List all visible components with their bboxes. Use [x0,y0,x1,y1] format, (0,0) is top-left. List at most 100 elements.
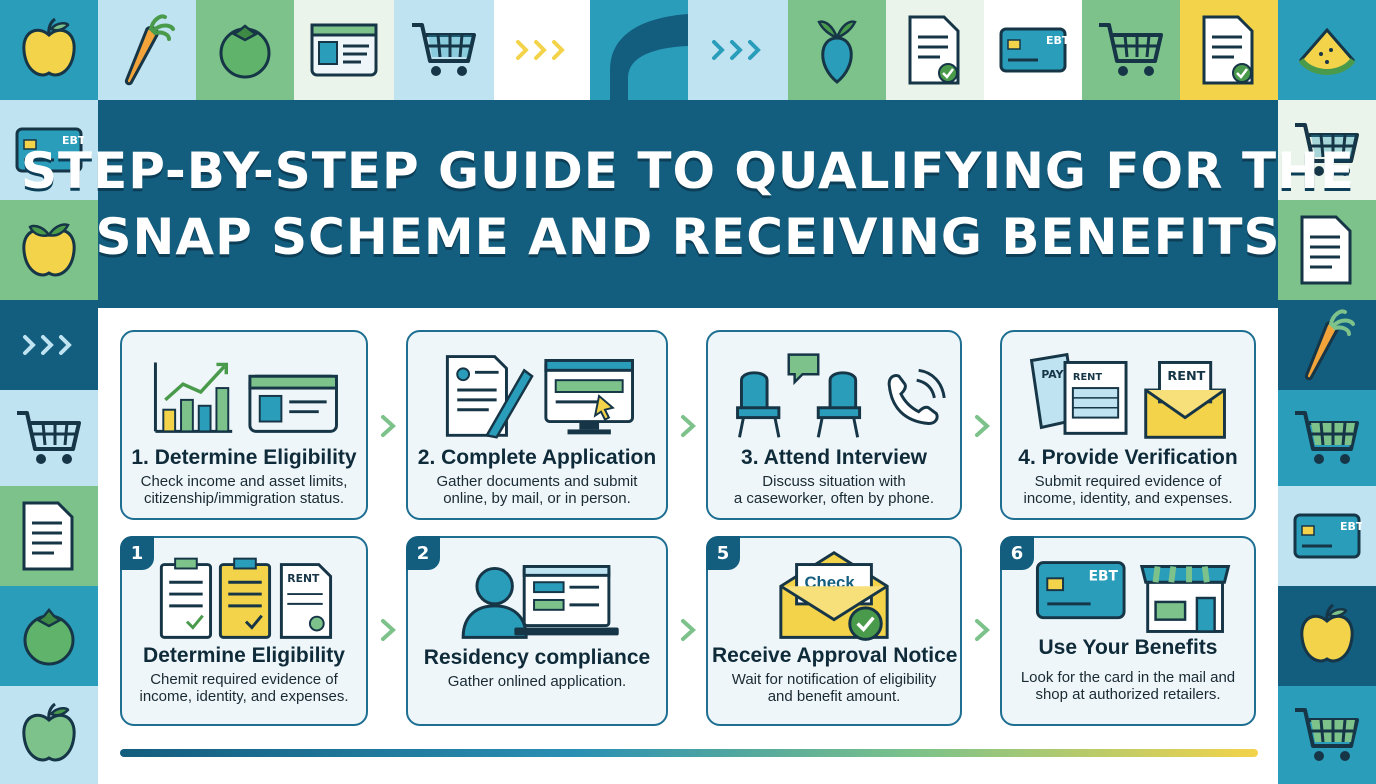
tile-cart-right-3 [1278,686,1376,784]
tile-chevrons-top-2 [688,0,788,100]
step-desc-line-2: online, by mail, or in person. [443,490,631,507]
interview-illustration [736,353,946,438]
cart-icon [17,411,81,464]
phone-icon [887,368,946,425]
step-desc-line-1: Discuss situation with [762,473,906,490]
tile-cart-left [0,390,98,486]
benefits-illustration: EBT [1035,561,1231,633]
monitor-icon [544,359,634,435]
step-card-use-benefits: 6 EBT Use Your Benefits Look for the car… [1000,536,1256,726]
tile-watermelon-top [1278,0,1376,100]
tile-doc-top [886,0,984,100]
ebt-card-icon: EBT [1293,513,1362,559]
step-card-attend-interview: 3. Attend Interview Discuss situation wi… [706,330,962,520]
step-title: 2. Complete Application [417,446,657,469]
step-desc-line-2: shop at authorized retailers. [1035,686,1221,703]
step-desc-line-2: income, identity, and expenses. [139,688,349,705]
chairs-icon [736,353,862,438]
title-banner: STEP-BY-STEP GUIDE TO QUALIFYING FOR THE… [21,100,1354,308]
steps-area: 1. Determine Eligibility Check income an… [98,308,1278,784]
chevron-right-icon [972,414,992,438]
envelope-check-icon: Check [779,550,889,641]
chevrons-icon [516,40,565,60]
rent-label: RENT [1167,369,1205,384]
beet-icon [817,20,857,84]
ebt-card-icon: EBT [15,127,84,173]
step-desc-line-1: Wait for notification of eligibility [731,671,937,688]
ebt-card-icon: EBT [999,27,1068,73]
step-desc-line-1: Chemit required evidence of [150,671,338,688]
tile-apple-left [0,200,98,300]
step-desc-line-2: citizenship/immigration status. [143,490,345,507]
document-icon [22,501,74,571]
chevron-right-icon [678,618,698,642]
carrot-icon [1305,309,1355,381]
cart-icon [1099,23,1163,76]
document-icon [1300,215,1352,285]
chevron-right-icon [972,618,992,642]
tile-carrot-right [1278,300,1376,390]
chevrons-icon [23,335,72,355]
chevron-right-icon [378,618,398,642]
step-card-residency-compliance: 2 Residency compliance Gather onlined ap… [406,536,668,726]
step-number-badge: 6 [1000,536,1034,570]
cart-icon [1295,411,1359,464]
step-number-badge: 1 [120,536,154,570]
tile-chevrons-top-1 [494,0,590,100]
rent-label: RENT [287,572,320,585]
approval-illustration: Check [779,550,889,641]
cart-icon [1295,708,1359,761]
step-desc-line-2: income, identity, and expenses. [1023,490,1233,507]
watermelon-icon [1298,27,1356,75]
application-form-icon [445,355,534,439]
rent-label: RENT [1073,372,1103,383]
step-card-determine-eligibility: 1. Determine Eligibility Check income an… [120,330,368,520]
chevrons-icon [712,40,761,60]
step-title: Receive Approval Notice [712,644,958,667]
step-title: Residency compliance [423,646,651,669]
cart-icon [1295,123,1359,176]
residency-illustration [461,565,619,639]
step-number-badge: 2 [406,536,440,570]
application-illustration [445,355,634,439]
tile-apple-top [0,0,98,100]
step-title: Use Your Benefits [1038,636,1218,659]
step-desc-line-1: Gather onlined application. [447,673,627,690]
envelope-icon: RENT [1144,360,1226,439]
tile-ebt-left: EBT [0,100,98,200]
step-desc-line-1: Look for the card in the mail and [1020,669,1236,686]
tile-apple-right [1278,586,1376,686]
ebt-label: EBT [1089,568,1119,584]
carrot-icon [125,14,175,86]
user-laptop-icon [461,565,619,639]
tile-chevrons-left [0,300,98,390]
step-number-badge: 5 [706,536,740,570]
apple-icon [22,223,76,277]
bottom-gradient-bar [120,749,1258,757]
tile-ebt-top: EBT [984,0,1082,100]
store-icon [1139,565,1231,633]
tile-beet-top [788,0,886,100]
step-card-provide-verification: PAY RENT RENT 4. Provide Verification Su… [1000,330,1256,520]
step-title: 4. Provide Verification [1018,446,1238,469]
id-card-icon [310,23,378,77]
tomato-icon [219,24,271,79]
chevron-right-icon [378,414,398,438]
eligibility-illustration [153,362,338,433]
apple-icon [1300,603,1354,663]
bar-chart-icon [153,362,233,433]
tomato-icon [23,608,75,666]
document-check-icon [908,15,960,85]
step-desc-line-1: Check income and asset limits, [140,473,348,490]
tile-cart-right-2 [1278,390,1376,486]
step-title: 3. Attend Interview [741,446,927,469]
step-card-complete-application: 2. Complete Application Gather documents… [406,330,668,520]
clipboard-icon [159,557,213,639]
chevron-right-icon [678,414,698,438]
verification-illustration: PAY RENT RENT [1029,352,1226,439]
step-desc-line-2: a caseworker, often by phone. [733,490,935,507]
step-title: Determine Eligibility [143,644,345,667]
pay-label: PAY [1041,368,1063,381]
documents-illustration: RENT [159,557,333,639]
tile-doc-top-2 [1180,0,1278,100]
